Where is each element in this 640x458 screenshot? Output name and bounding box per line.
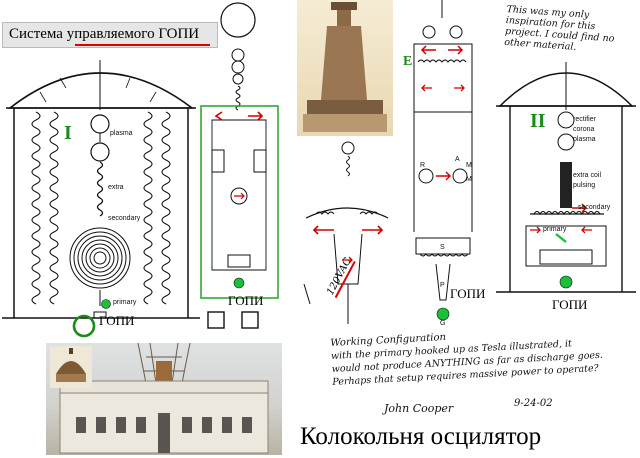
- schematic-e: [413, 0, 473, 321]
- handnote-top: This was my only inspiration for this pr…: [504, 4, 639, 57]
- label-extra-coil: extra coil: [573, 172, 602, 179]
- schematic-e-letter-p: P: [440, 282, 445, 289]
- diagram-i-gopi: ГОПИ: [99, 313, 135, 328]
- label-plasma: plasma: [110, 130, 133, 137]
- label-plasma-ii: plasma: [573, 136, 596, 143]
- diagram-i-numeral: I: [64, 122, 72, 144]
- diagram-ii-numeral: II: [530, 110, 546, 132]
- building-photo-drawing: [59, 343, 269, 454]
- caption: Колокольня осцилятор: [300, 423, 542, 450]
- schematic-e-letter: E: [403, 54, 413, 69]
- label-primary: primary: [113, 299, 137, 306]
- tower-photo-drawing: [303, 2, 387, 132]
- schematic-e-letter-s: S: [440, 244, 445, 251]
- schematic-e-letter-m2: M: [466, 176, 472, 183]
- middle-sketch: [303, 141, 389, 324]
- schematic-e-letter-g: G: [440, 320, 446, 327]
- schematic-e-letter-r: R: [420, 162, 426, 169]
- label-primary-ii: primary: [543, 226, 567, 233]
- schematic-e-gopi: ГОПИ: [450, 286, 486, 301]
- label-corona: corona: [573, 126, 595, 133]
- schematic-e-letter-m1: M: [466, 162, 472, 169]
- signature: John Cooper: [384, 402, 454, 415]
- diagram-mid-gopi: ГОПИ: [228, 293, 264, 308]
- diagram-i: [2, 60, 200, 338]
- diagram-ii: [496, 62, 636, 293]
- label-secondary: secondary: [108, 215, 141, 222]
- title-box: Система управляемого ГОПИ: [2, 22, 218, 48]
- dome-inset-drawing: [56, 348, 86, 382]
- dome-inset-photo: [50, 346, 92, 388]
- label-rectifier: rectifier: [573, 116, 596, 123]
- label-pulsing: pulsing: [573, 182, 596, 189]
- signature-date: 9-24-02: [514, 398, 553, 409]
- label-secondary-ii: secondary: [578, 204, 611, 211]
- title-underline: [75, 44, 210, 46]
- building-photo: [46, 343, 282, 455]
- diagram-ii-gopi: ГОПИ: [552, 297, 588, 312]
- diagram-mid: [200, 2, 279, 329]
- page-title: Система управляемого ГОПИ: [9, 26, 200, 42]
- schematic-e-letter-a: A: [455, 156, 460, 163]
- label-extra: extra: [108, 184, 124, 191]
- tower-photo: [297, 0, 393, 136]
